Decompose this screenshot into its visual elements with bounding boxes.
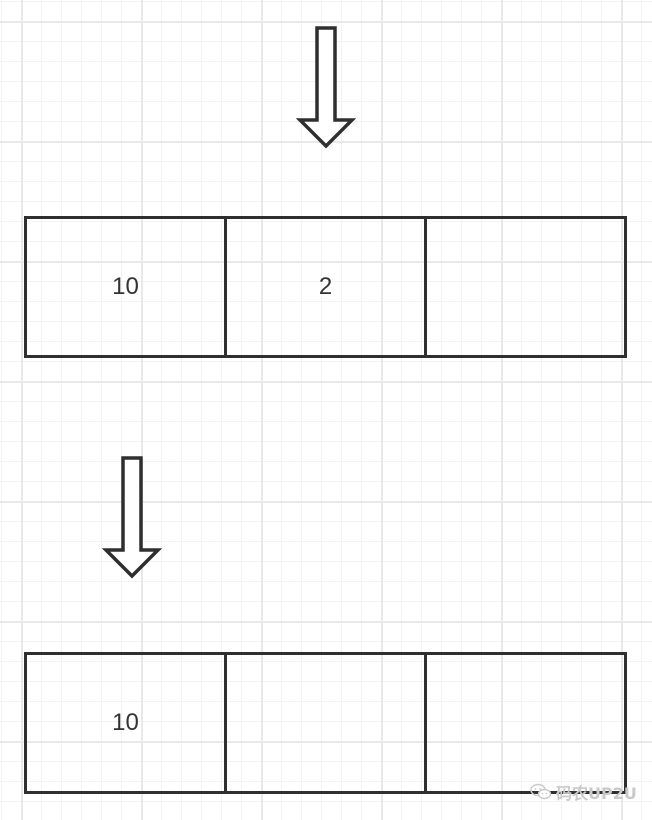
array-top-cell-0: 10 bbox=[27, 219, 227, 355]
array-bottom-cell-0: 10 bbox=[27, 655, 227, 791]
array-top: 10 2 bbox=[24, 216, 627, 358]
array-top-cell-2 bbox=[427, 219, 627, 355]
watermark-text: 码农UP2U bbox=[556, 784, 637, 803]
array-bottom-cell-1 bbox=[227, 655, 427, 791]
array-bottom: 10 bbox=[24, 652, 627, 794]
down-arrow-bottom bbox=[102, 456, 163, 579]
array-bottom-cell-2 bbox=[427, 655, 627, 791]
array-top-cell-1: 2 bbox=[227, 219, 427, 355]
down-arrow-top bbox=[296, 26, 357, 149]
watermark: 码农UP2U bbox=[530, 780, 637, 804]
wechat-icon bbox=[530, 783, 552, 800]
